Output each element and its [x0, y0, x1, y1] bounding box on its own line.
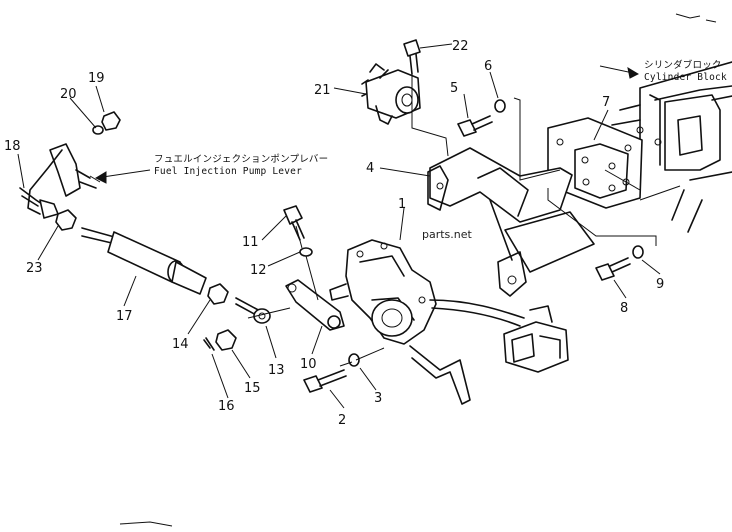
callout-5: 5 [450, 81, 458, 96]
washer-20 [92, 125, 104, 135]
callout-2: 2 [338, 413, 346, 428]
assembly-guide-lines [89, 74, 681, 367]
callout-15: 15 [244, 381, 261, 396]
nut-19 [101, 111, 121, 131]
washer-9 [632, 245, 644, 259]
note-fuel-pump-lever-en: Fuel Injection Pump Lever [154, 166, 302, 177]
callout-16: 16 [218, 399, 235, 414]
watermark: parts.net [422, 228, 473, 241]
callout-1: 1 [398, 197, 406, 212]
main-bracket [427, 147, 595, 297]
callout-7: 7 [602, 95, 610, 110]
nut-15 [215, 329, 237, 351]
cylinder-rod-17 [81, 227, 207, 295]
callout-6: 6 [484, 59, 492, 74]
callout-11: 11 [242, 235, 259, 250]
callout-18: 18 [4, 139, 21, 154]
callout-8: 8 [620, 301, 628, 316]
callout-21: 21 [314, 83, 331, 98]
note-fuel-pump-lever-jp: フュエルインジェクションポンプレバー [154, 154, 328, 165]
note-cylinder-block-jp: シリンダブロック [644, 59, 722, 71]
callout-13: 13 [268, 363, 285, 378]
callout-22: 22 [452, 39, 469, 54]
cylinder-block-note: シリンダブロック Cylinder Block [644, 59, 727, 83]
rod-end-13 [235, 297, 271, 324]
bracket-plate [547, 117, 643, 209]
bolt-2 [303, 369, 347, 393]
callout-14: 14 [172, 337, 189, 352]
leader-lines [17, 43, 661, 409]
actuator-motor [329, 239, 471, 405]
pump-lever-18 [19, 143, 97, 219]
scan-artifacts [119, 13, 717, 527]
note-cylinder-block-en: Cylinder Block [644, 72, 727, 83]
callout-numbers: 1 2 3 4 5 6 7 8 9 10 11 12 13 14 15 16 1… [4, 39, 664, 428]
bolt-5 [457, 115, 493, 137]
cylinder-block [611, 61, 732, 233]
bolt-11 [283, 205, 305, 241]
washer-12 [299, 247, 313, 257]
washer-6 [494, 99, 506, 113]
cotter-pin-16 [203, 337, 215, 351]
bolt-8 [595, 257, 631, 281]
wire-harness [429, 299, 569, 373]
callout-19: 19 [88, 71, 105, 86]
callout-10: 10 [300, 357, 317, 372]
nut-23 [55, 209, 77, 231]
bolt-22 [403, 39, 421, 75]
lever-arm [285, 279, 345, 331]
callout-12: 12 [250, 263, 267, 278]
callout-20: 20 [60, 87, 77, 102]
washer-3 [348, 353, 360, 367]
callout-3: 3 [374, 391, 382, 406]
callout-9: 9 [656, 277, 664, 292]
callout-17: 17 [116, 309, 133, 324]
nut-14 [207, 283, 229, 305]
callout-4: 4 [366, 161, 374, 176]
fuel-injection-pump-lever-note: フュエルインジェクションポンプレバー Fuel Injection Pump L… [154, 154, 328, 177]
callout-23: 23 [26, 261, 43, 276]
